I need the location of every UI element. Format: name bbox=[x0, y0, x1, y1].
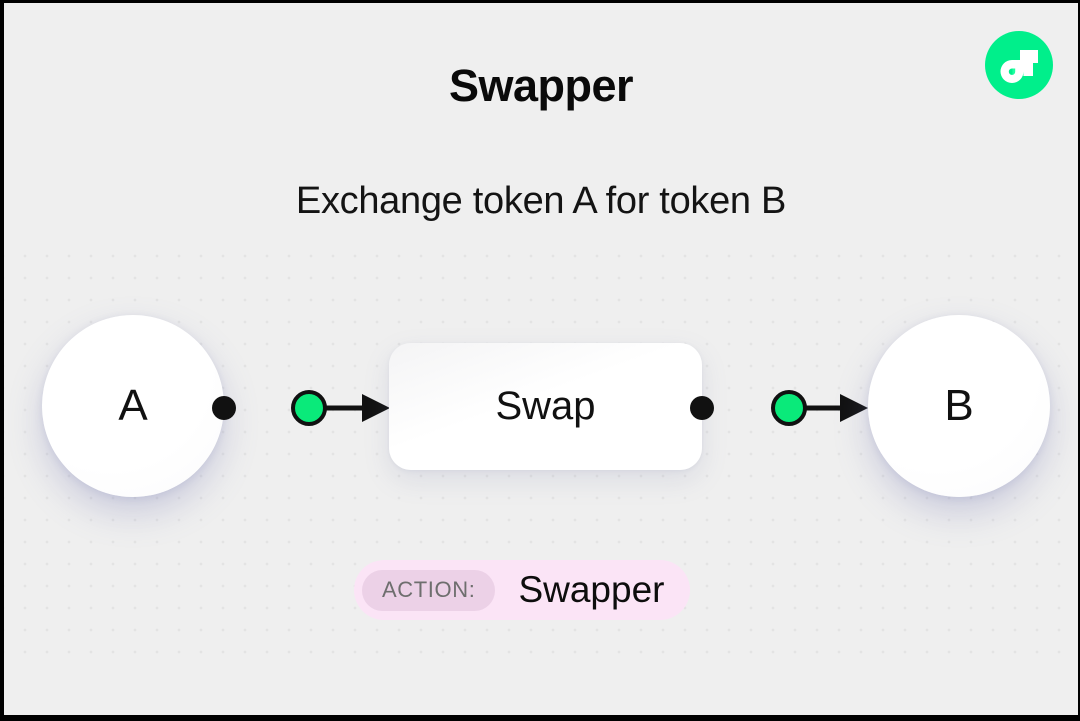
token-node-a: A bbox=[42, 315, 224, 497]
action-badge-label: ACTION: bbox=[362, 569, 496, 611]
connector-a-to-swap bbox=[210, 389, 392, 427]
flow-logo-icon bbox=[985, 31, 1053, 99]
process-node-swap-label: Swap bbox=[495, 384, 596, 428]
action-badge: ACTION: Swapper bbox=[354, 560, 691, 620]
swapper-card: Swapper Exchange token A for token B A bbox=[4, 3, 1078, 715]
page-title: Swapper bbox=[448, 60, 634, 111]
process-node-swap[interactable]: Swap bbox=[389, 343, 702, 470]
token-node-b: B bbox=[868, 315, 1050, 497]
connector-swap-to-b bbox=[688, 389, 870, 427]
page-subtitle: Exchange token A for token B bbox=[295, 180, 787, 222]
token-node-a-label: A bbox=[118, 381, 148, 430]
action-badge-value: Swapper bbox=[518, 569, 665, 610]
token-node-b-label: B bbox=[944, 381, 974, 430]
